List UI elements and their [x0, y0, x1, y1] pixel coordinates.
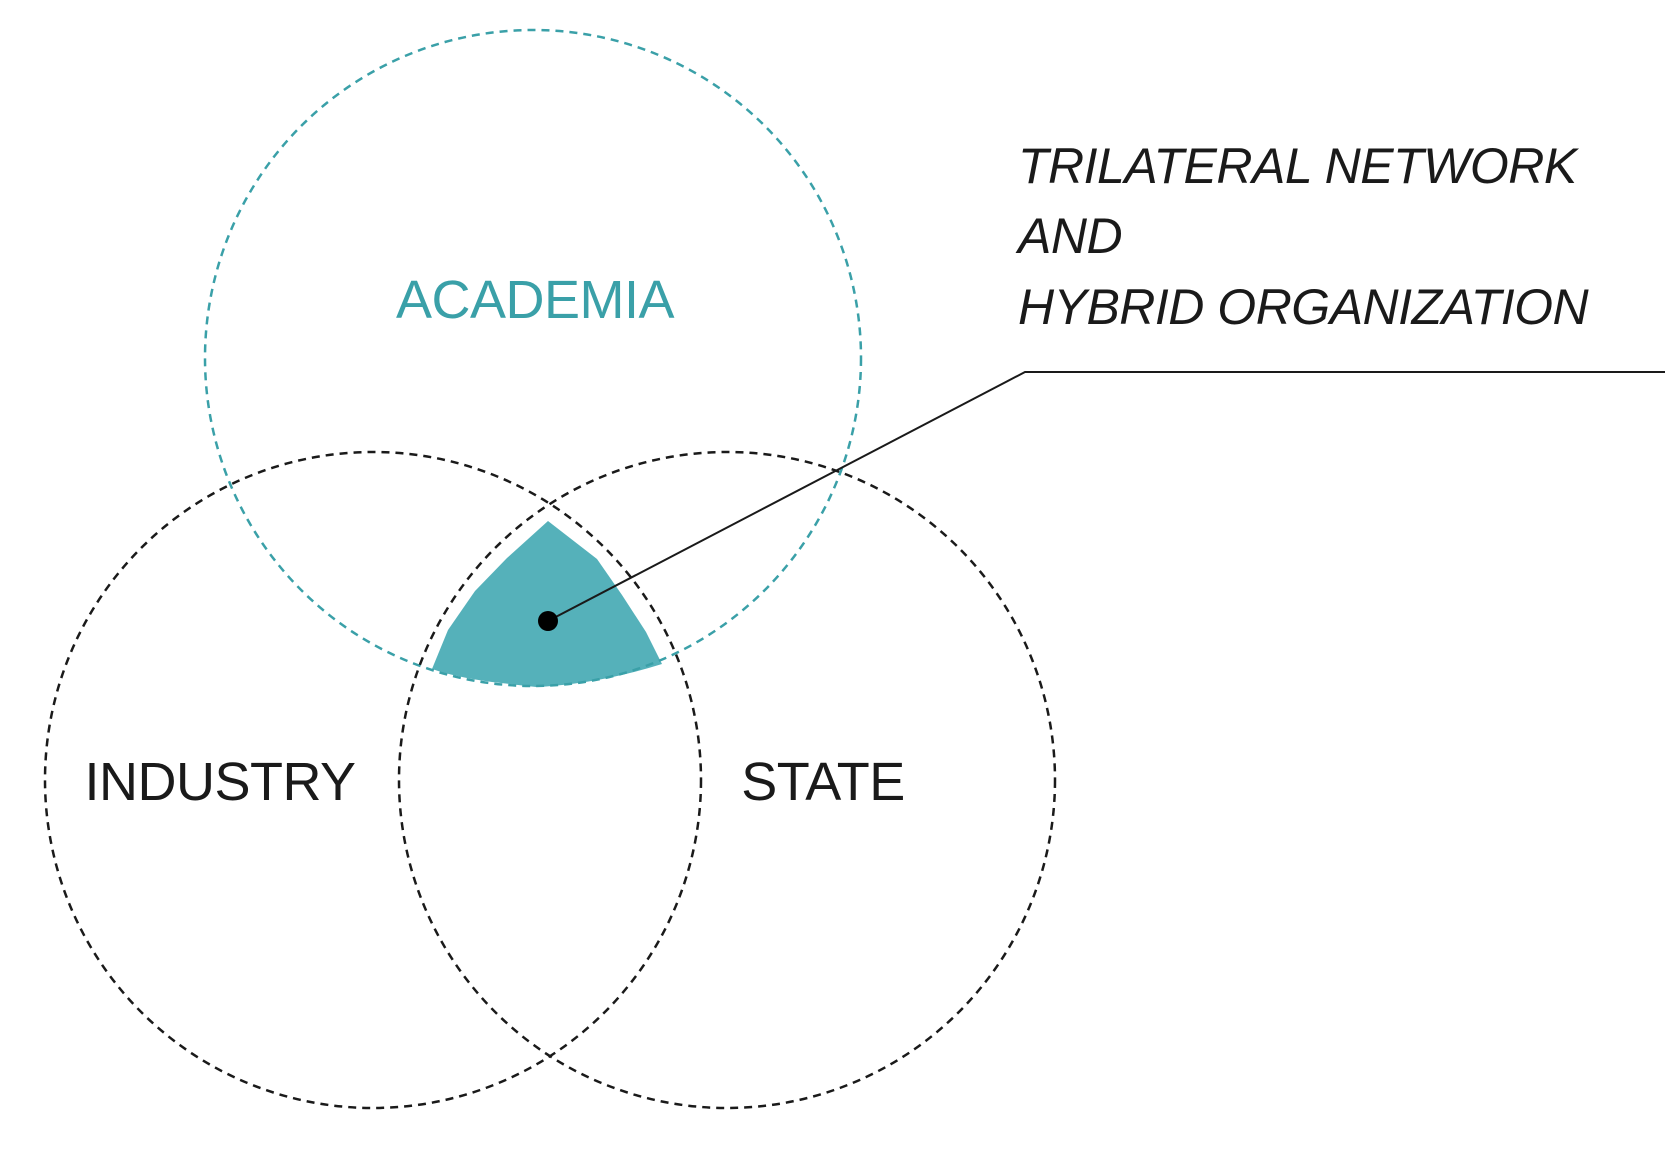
academia-label: ACADEMIA: [396, 270, 675, 330]
state-label: STATE: [741, 752, 905, 812]
academia-circle: [203, 28, 863, 688]
intersection-region: [432, 521, 662, 687]
state-circle: [397, 450, 1057, 1110]
callout-leader-line: [547, 371, 1665, 622]
callout-line-1: TRILATERAL NETWORK: [1018, 138, 1580, 194]
callout-line-3: HYBRID ORGANIZATION: [1018, 279, 1590, 335]
industry-label: INDUSTRY: [84, 752, 355, 812]
industry-circle: [43, 450, 703, 1110]
callout-anchor-dot: [538, 611, 558, 631]
callout-line-2: AND: [1015, 208, 1122, 264]
